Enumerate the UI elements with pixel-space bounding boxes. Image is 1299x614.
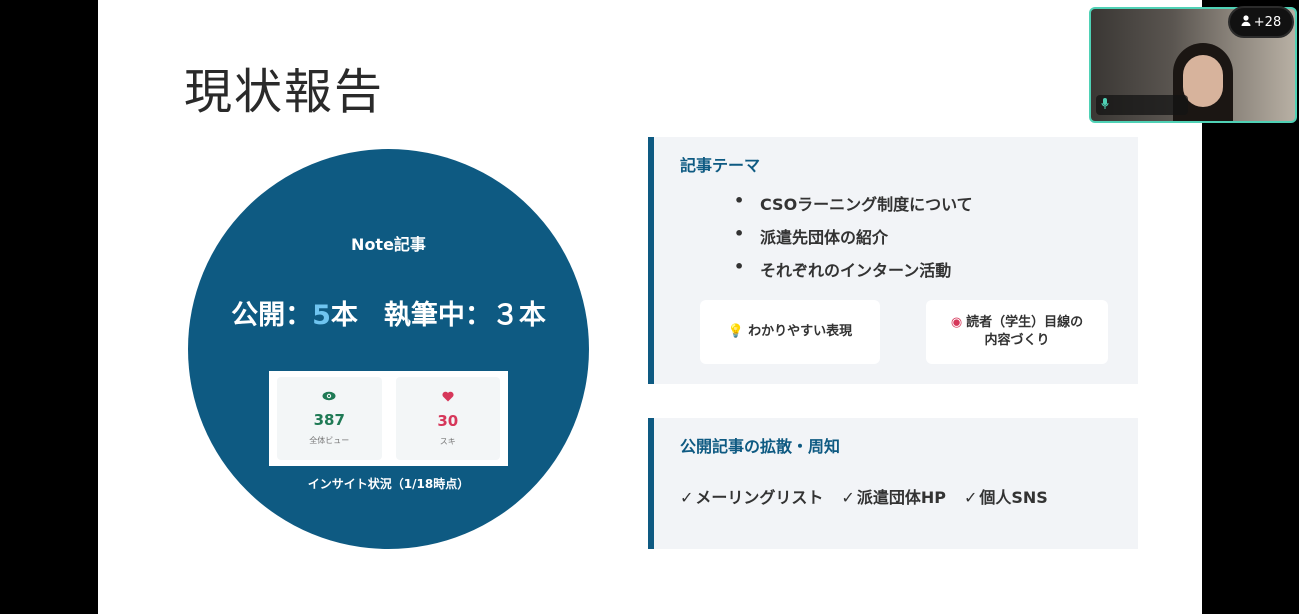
spread-panel: 公開記事の拡散・周知 ✓メーリングリスト ✓派遣団体HP ✓個人SNS bbox=[648, 418, 1138, 549]
views-card: 387 全体ビュー bbox=[277, 377, 382, 460]
participant-video-face bbox=[1183, 55, 1223, 107]
person-icon bbox=[1241, 15, 1251, 29]
tip-text-line1: 読者（学生）目線の bbox=[966, 315, 1084, 330]
participant-name-tag bbox=[1096, 95, 1188, 115]
list-item: 派遣先団体の紹介 bbox=[734, 224, 973, 257]
article-counts: 公開：5本執筆中：３本 bbox=[188, 293, 589, 332]
insight-caption: インサイト状況（1/18時点） bbox=[307, 477, 470, 491]
lightbulb-icon: 💡 bbox=[727, 324, 745, 339]
published-unit: 本 bbox=[330, 300, 358, 331]
participants-count: +28 bbox=[1253, 14, 1282, 30]
check-icon: ✓ bbox=[963, 488, 978, 507]
note-title: Note記事 bbox=[351, 235, 426, 254]
channel-label: 派遣団体HP bbox=[856, 488, 946, 507]
channel-label: 個人SNS bbox=[979, 488, 1048, 507]
published-label: 公開： bbox=[231, 300, 313, 331]
check-icon: ✓ bbox=[680, 488, 694, 507]
target-icon: ◉ bbox=[950, 315, 963, 330]
list-item: ✓個人SNS bbox=[964, 484, 1048, 508]
slide-title: 現状報告 bbox=[184, 64, 385, 120]
note-summary-circle: Note記事 公開：5本執筆中：３本 387 全体ビュー 30 スキ インサイト… bbox=[188, 149, 589, 549]
likes-card: 30 スキ bbox=[395, 377, 500, 460]
theme-panel: 記事テーマ CSOラーニング制度について 派遣先団体の紹介 それぞれのインターン… bbox=[648, 137, 1138, 384]
presentation-slide: 現状報告 Note記事 公開：5本執筆中：３本 387 全体ビュー 30 スキ … bbox=[98, 0, 1202, 614]
published-count: 5 bbox=[312, 300, 331, 331]
microphone-icon bbox=[1101, 98, 1109, 113]
list-item: ✓メーリングリスト bbox=[680, 484, 823, 508]
list-item: CSOラーニング制度について bbox=[734, 191, 973, 224]
list-item: それぞれのインターン活動 bbox=[734, 257, 973, 290]
views-value: 387 bbox=[313, 411, 345, 429]
list-item: ✓派遣団体HP bbox=[841, 484, 946, 508]
likes-label: スキ bbox=[439, 436, 456, 446]
tip-text-line2: 内容づくり bbox=[984, 333, 1050, 348]
eye-icon bbox=[322, 391, 336, 403]
views-label: 全体ビュー bbox=[309, 436, 350, 445]
theme-heading: 記事テーマ bbox=[680, 156, 761, 175]
heart-icon bbox=[442, 391, 454, 404]
participants-count-button[interactable]: +28 bbox=[1228, 6, 1294, 38]
spread-heading: 公開記事の拡散・周知 bbox=[680, 437, 841, 456]
tip-text: わかりやすい表現 bbox=[748, 324, 853, 339]
channel-list: ✓メーリングリスト ✓派遣団体HP ✓個人SNS bbox=[680, 484, 1048, 508]
check-icon: ✓ bbox=[841, 488, 855, 507]
tip-card-clear-expression: 💡 わかりやすい表現 bbox=[700, 300, 880, 364]
likes-value: 30 bbox=[437, 411, 459, 430]
tip-card-reader-perspective: ◉読者（学生）目線の 内容づくり bbox=[926, 300, 1108, 364]
theme-list: CSOラーニング制度について 派遣先団体の紹介 それぞれのインターン活動 bbox=[734, 191, 973, 290]
insight-screenshot: 387 全体ビュー 30 スキ bbox=[269, 371, 508, 466]
writing-count: 執筆中：３本 bbox=[383, 300, 546, 331]
channel-label: メーリングリスト bbox=[695, 488, 824, 507]
